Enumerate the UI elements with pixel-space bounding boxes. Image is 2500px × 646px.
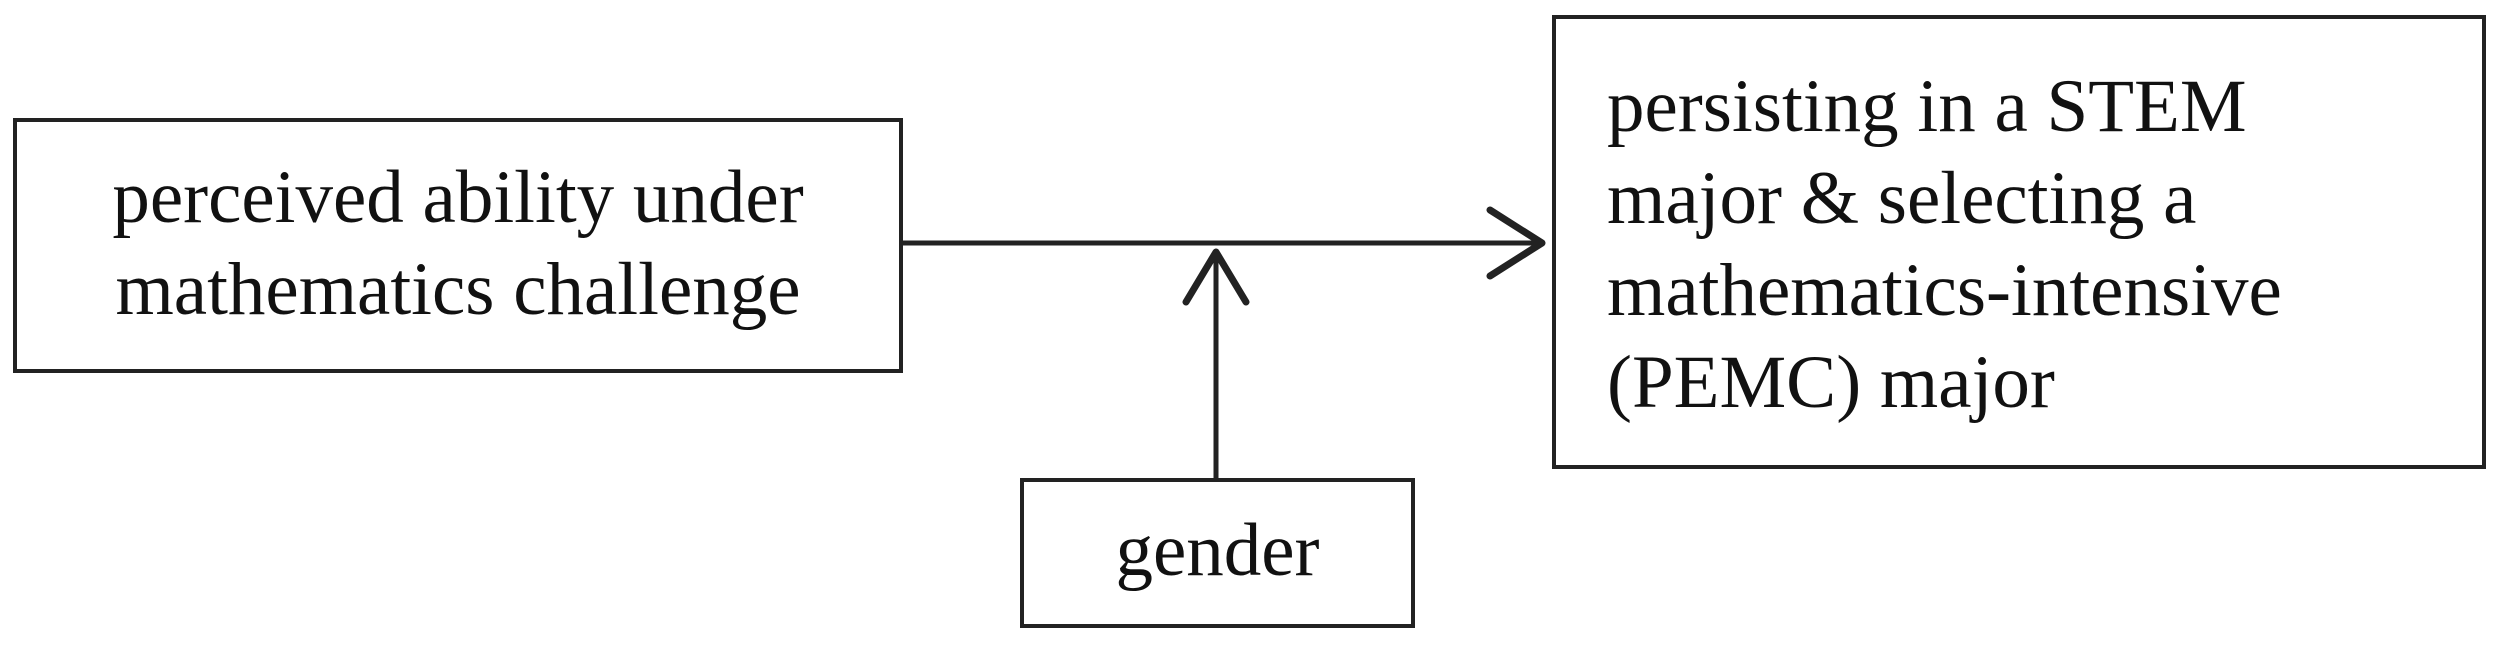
outcome-label-line: major & selecting a <box>1607 157 2197 240</box>
outcome-box: persisting in a STEM major & selecting a… <box>1552 15 2486 469</box>
direct-path-arrowhead <box>1486 206 1546 280</box>
moderation-arrow <box>1182 248 1250 478</box>
moderator-label: gender <box>1024 505 1411 597</box>
direct-path-arrow <box>903 206 1546 280</box>
outcome-label-line: mathematics-intensive <box>1607 249 2282 332</box>
moderator-box: gender <box>1020 478 1415 628</box>
moderator-label-line: gender <box>1115 509 1320 592</box>
moderation-arrowhead <box>1182 248 1250 306</box>
predictor-box: perceived ability under mathematics chal… <box>13 118 903 373</box>
outcome-label: persisting in a STEM major & selecting a… <box>1607 61 2282 429</box>
predictor-label-line: mathematics challenge <box>115 248 801 331</box>
predictor-label-line: perceived ability under <box>112 156 804 239</box>
predictor-label: perceived ability under mathematics chal… <box>17 152 899 336</box>
outcome-label-line: persisting in a STEM <box>1607 65 2247 148</box>
outcome-label-line: (PEMC) major <box>1607 341 2055 424</box>
